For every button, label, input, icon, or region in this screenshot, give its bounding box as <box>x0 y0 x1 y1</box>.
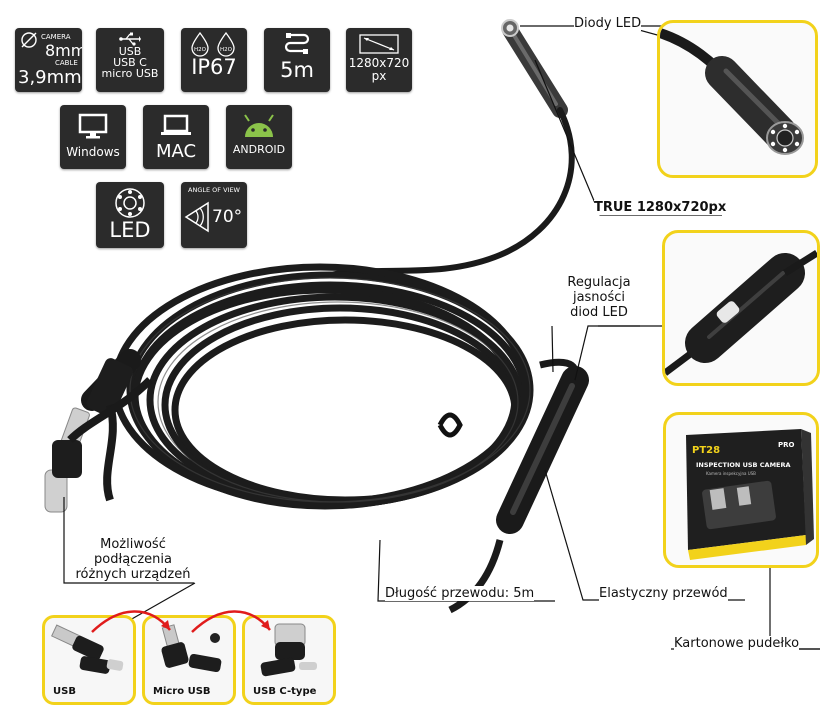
angle-of-view-tile: ANGLE OF VIEW 70° <box>181 182 247 248</box>
h2o-text-right: H2O <box>220 47 233 53</box>
led-tile: LED <box>96 182 164 248</box>
connector-micro-usb-panel: Micro USB <box>142 615 236 705</box>
cable-value: 3,9mm <box>18 67 82 88</box>
connector-caption-usb: USB <box>53 686 76 697</box>
probe-closeup <box>660 28 804 155</box>
connector-usb-panel: USB <box>42 615 136 705</box>
usb-c-plug-icon <box>260 623 317 677</box>
led-probe-detail-panel <box>657 20 818 178</box>
callout-dlugosc: Długość przewodu: 5m <box>385 586 535 601</box>
packaging-box: PT28 PRO INSPECTION USB CAMERA Kamera in… <box>686 429 814 560</box>
callout-mozliwosc: Możliwość podłączenia różnych urządzeń <box>72 537 194 582</box>
view-angle-icon <box>184 201 209 233</box>
usb-symbol-icon <box>119 32 141 46</box>
os-android: ANDROID <box>232 143 286 156</box>
mac-tile: MAC <box>143 105 209 169</box>
resolution-tile: 1280x720 px <box>346 28 412 92</box>
regulacja-line-3: diod LED <box>570 305 628 320</box>
regulacja-line-1: Regulacja <box>567 275 631 290</box>
h2o-text-left: H2O <box>194 47 207 53</box>
red-arrow-1 <box>91 610 171 633</box>
cable-coil-icon <box>284 33 310 54</box>
led-label: LED <box>109 218 151 242</box>
length-value: 5m <box>280 58 314 82</box>
mozliwosc-line-1: Możliwość <box>100 537 166 552</box>
callout-diody-led: Diody LED <box>574 16 642 31</box>
camera-label: CAMERA <box>41 33 71 41</box>
connector-caption-micro-usb: Micro USB <box>153 686 211 697</box>
callout-elastyczny: Elastyczny przewód <box>599 586 728 601</box>
packaging-box-panel: PT28 PRO INSPECTION USB CAMERA Kamera in… <box>663 412 819 568</box>
water-drops-icon: H2O H2O <box>191 31 235 57</box>
box-model: PT28 <box>692 445 720 456</box>
regulacja-line-2: jasności <box>572 290 626 305</box>
mozliwosc-line-2: podłączenia <box>94 552 172 567</box>
resolution-line-1: 1280x720 <box>348 56 410 70</box>
camera-cable-size-tile: CAMERA 8mm CABLE 3,9mm <box>15 28 82 92</box>
cable-label: CABLE <box>55 59 78 67</box>
laptop-icon <box>161 114 191 135</box>
usb-line-1: USB <box>118 45 142 58</box>
angle-label: ANGLE OF VIEW <box>188 186 240 194</box>
callout-true-resolution: TRUE 1280x720px <box>594 200 727 215</box>
box-brand: PRO <box>778 441 795 449</box>
ip67-tile: H2O H2O IP67 <box>181 28 247 92</box>
red-arrow-2-head <box>261 620 270 630</box>
box-subtitle: Kamera inspekcyjna USB <box>706 471 756 476</box>
android-tile: ANDROID <box>226 105 292 169</box>
usb-line-2: USB C <box>113 56 147 69</box>
usb-a-plug-icon <box>51 624 124 674</box>
resolution-line-2: px <box>371 69 387 83</box>
diameter-icon <box>21 32 37 48</box>
connector-caption-usb-c: USB C-type <box>253 686 317 697</box>
red-arrow-2 <box>191 610 271 633</box>
control-closeup <box>665 250 817 376</box>
angle-value: 70° <box>212 207 243 227</box>
mozliwosc-line-3: różnych urządzeń <box>75 567 191 582</box>
box-title: INSPECTION USB CAMERA <box>696 461 791 469</box>
monitor-icon <box>78 113 108 139</box>
usb-types-tile: USB USB C micro USB <box>96 28 164 92</box>
usb-line-3: micro USB <box>101 67 159 80</box>
led-ring-icon <box>115 188 145 218</box>
callout-regulacja: Regulacja jasności diod LED <box>562 275 636 320</box>
screen-diagonal-icon <box>359 34 399 54</box>
callout-kartonowe: Kartonowe pudełko <box>674 636 800 651</box>
android-robot-icon <box>244 114 274 137</box>
red-arrow-1-head <box>161 620 170 630</box>
windows-tile: Windows <box>60 105 126 169</box>
ip-rating: IP67 <box>191 55 237 79</box>
connector-usb-c-panel: USB C-type <box>242 615 336 705</box>
length-tile: 5m <box>264 28 330 92</box>
os-mac: MAC <box>155 141 197 162</box>
os-windows: Windows <box>66 145 120 159</box>
brightness-control-detail-panel <box>662 230 820 386</box>
usb-connectors <box>44 349 153 513</box>
camera-value: 8mm <box>45 41 82 60</box>
